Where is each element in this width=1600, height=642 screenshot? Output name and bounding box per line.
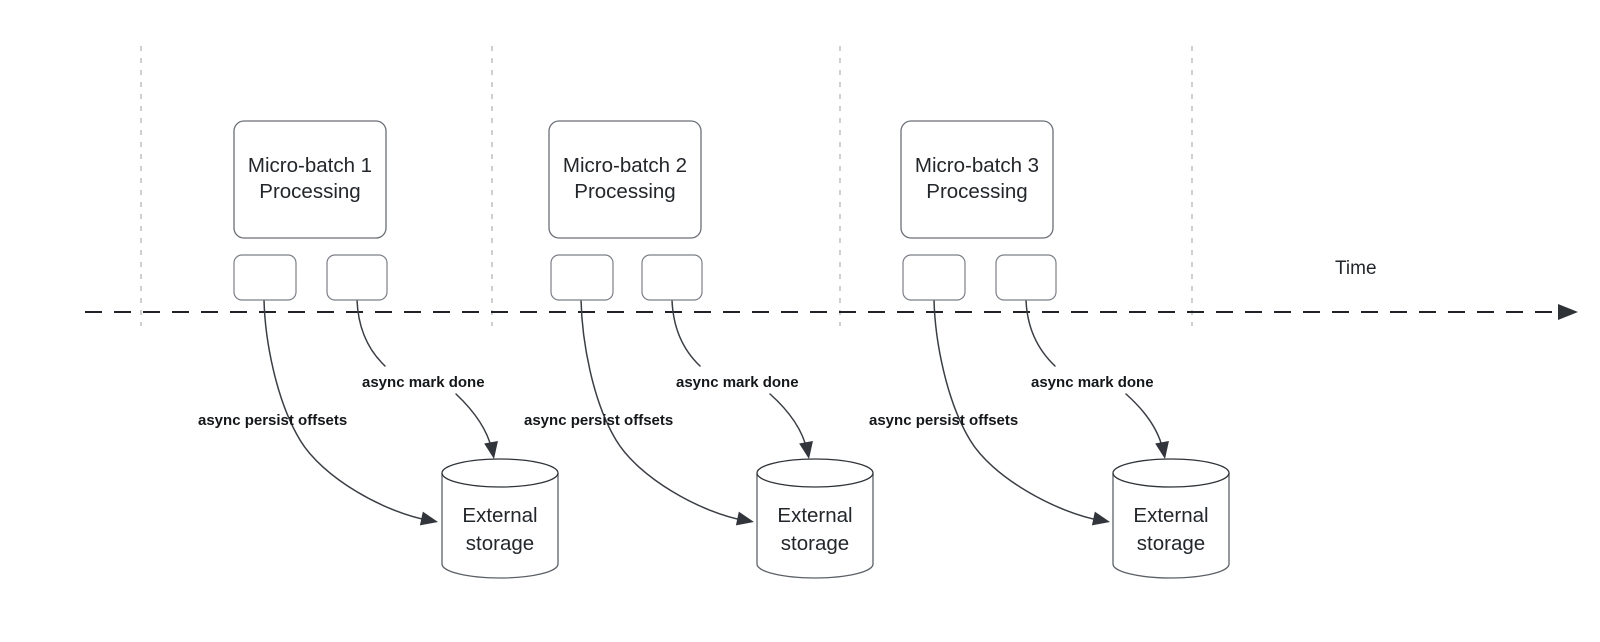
- async-persist-offsets-edge-2-arrowhead: [735, 511, 754, 526]
- external-storage-top-group-1[interactable]: [441, 458, 559, 488]
- async-persist-offsets-edge-1-path: [263, 299, 433, 522]
- async-mark-done-edge-1-label: async mark done: [362, 374, 485, 391]
- external-storage-label-line2-group-1: storage: [466, 532, 534, 555]
- async-mark-done-edge-3-arrowhead: [1155, 441, 1169, 459]
- micro-batch-box-group-1[interactable]: [233, 120, 387, 239]
- async-persist-offsets-edge-3-path: [933, 299, 1104, 522]
- async-mark-done-edge-2-label: async mark done: [676, 374, 799, 391]
- edge-labels-layer: async persist offsets async mark done asyn…: [198, 374, 1154, 429]
- mark-done-task-3[interactable]: [995, 254, 1057, 301]
- async-mark-done-edge-3-path: [1025, 299, 1056, 367]
- micro-batch-label-line1-group-3: Micro-batch 3: [915, 154, 1039, 177]
- async-mark-done-edge-3-label: async mark done: [1031, 374, 1154, 391]
- external-storage-label-line1-group-2: External: [777, 504, 852, 527]
- external-storage-label-line1-group-1: External: [462, 504, 537, 527]
- async-mark-done-edge-3-path-b: [1125, 393, 1164, 451]
- external-storage-label-line2-group-2: storage: [781, 532, 849, 555]
- timeline-axis-layer: Time: [85, 258, 1578, 320]
- async-mark-done-edge-1-path: [356, 299, 386, 367]
- async-persist-offsets-edge-1-arrowhead: [419, 511, 438, 526]
- async-persist-offsets-edge-2-path: [580, 299, 748, 522]
- external-storage-label-line1-group-3: External: [1133, 504, 1208, 527]
- micro-batch-label-line2-group-2: Processing: [574, 180, 675, 203]
- async-persist-offsets-edge-2-label: async persist offsets: [524, 412, 673, 429]
- micro-batch-box-group-3[interactable]: [900, 120, 1054, 239]
- persist-offsets-task-1[interactable]: [233, 254, 297, 301]
- mark-done-task-1[interactable]: [326, 254, 388, 301]
- external-storage-top-group-3[interactable]: [1112, 458, 1230, 488]
- async-mark-done-edge-1-path-b: [455, 393, 493, 451]
- external-storage-label-line2-group-3: storage: [1137, 532, 1205, 555]
- external-storage-top-group-2[interactable]: [756, 458, 874, 488]
- async-persist-offsets-edge-3-label: async persist offsets: [869, 412, 1018, 429]
- async-mark-done-edge-1-arrowhead: [484, 441, 498, 459]
- external-storage-body-group-2[interactable]: [756, 473, 874, 579]
- async-persist-offsets-edge-1-label: async persist offsets: [198, 412, 347, 429]
- async-mark-done-edge-2-path: [671, 299, 701, 367]
- persist-offsets-task-2[interactable]: [550, 254, 614, 301]
- mark-done-task-2[interactable]: [641, 254, 703, 301]
- time-axis-arrowhead: [1558, 304, 1578, 320]
- micro-batch-label-line2-group-1: Processing: [259, 180, 360, 203]
- time-axis-label: Time: [1335, 258, 1377, 279]
- persist-offsets-task-3[interactable]: [902, 254, 966, 301]
- async-persist-offsets-edge-3-arrowhead: [1091, 511, 1110, 526]
- external-storage-body-group-3[interactable]: [1112, 473, 1230, 579]
- micro-batch-box-group-2[interactable]: [548, 120, 702, 239]
- external-storage-body-group-1[interactable]: [441, 473, 559, 579]
- micro-batch-label-line1-group-1: Micro-batch 1: [248, 154, 372, 177]
- micro-batch-label-line2-group-3: Processing: [926, 180, 1027, 203]
- async-mark-done-edge-2-arrowhead: [799, 441, 813, 459]
- async-mark-done-edge-2-path-b: [769, 393, 808, 451]
- micro-batch-label-line1-group-2: Micro-batch 2: [563, 154, 687, 177]
- edges-layer: [263, 299, 1169, 526]
